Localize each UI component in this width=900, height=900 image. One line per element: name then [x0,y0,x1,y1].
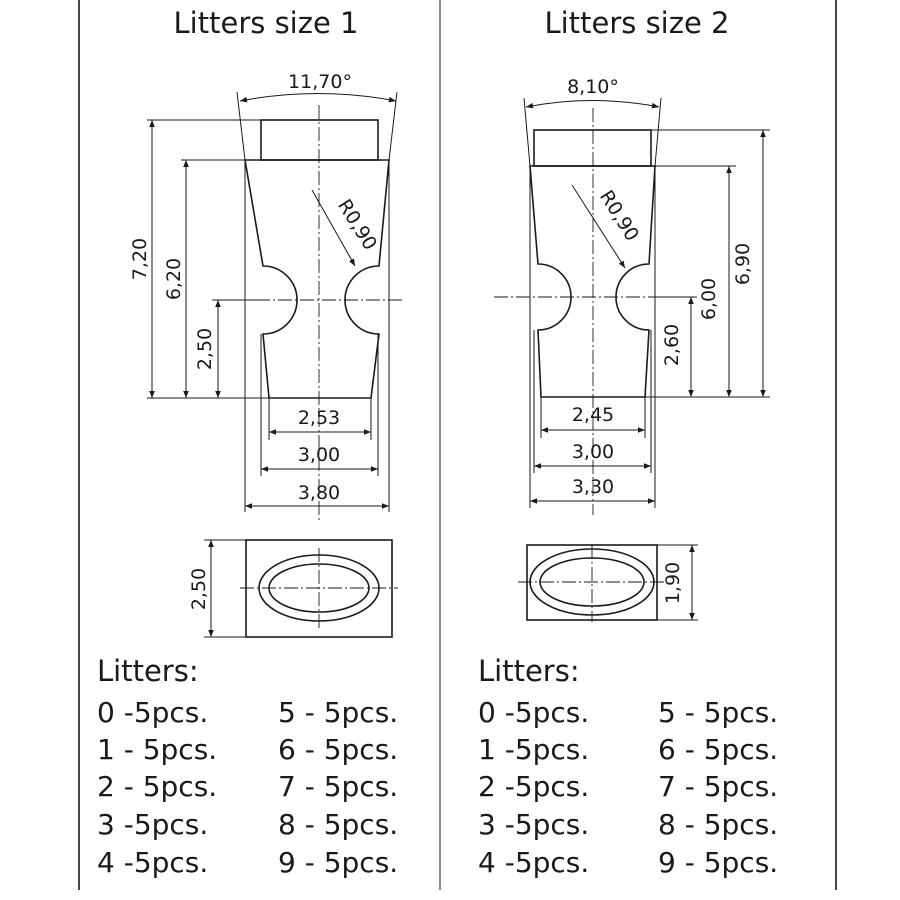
left-horizontal-dimensions: 2,53 3,00 3,80 [244,160,390,512]
right-list-item: 6 - 5pcs. [658,733,778,766]
left-litters-list: Litters: 0 -5pcs. 1 - 5pcs. 2 - 5pcs. 3 … [97,654,398,879]
left-list-item: 9 - 5pcs. [278,846,398,879]
right-height-lower-label: 2,60 [661,324,683,366]
right-width-mid-label: 3,00 [572,441,614,463]
right-list-heading: Litters: [478,654,580,688]
left-radius-callout: R0,90 [311,189,381,267]
left-list-item: 4 -5pcs. [97,846,208,879]
left-list-item: 1 - 5pcs. [97,733,217,766]
right-list-item: 1 -5pcs. [478,733,589,766]
left-vertical-dimensions: 7,20 6,20 2,50 [129,119,270,399]
right-height-body-label: 6,00 [698,278,720,320]
left-angle-label: 11,70° [288,71,352,93]
right-litters-list: Litters: 0 -5pcs. 1 -5pcs. 2 -5pcs. 3 -5… [478,654,778,879]
right-width-outer-label: 3,30 [572,476,614,498]
right-list-item: 0 -5pcs. [478,696,589,729]
left-list-item: 6 - 5pcs. [278,733,398,766]
right-list-item: 8 - 5pcs. [658,808,778,841]
right-panel: Litters size 2 8,10° R0,90 [478,6,778,879]
left-width-mid-label: 3,00 [298,444,340,466]
left-height-total-label: 7,20 [129,238,151,280]
right-height-total-label: 6,90 [732,243,754,285]
left-bottom-height-label: 2,50 [188,568,210,610]
right-list-item: 3 -5pcs. [478,808,589,841]
right-list-item: 2 -5pcs. [478,770,589,803]
right-angle-dimension: 8,10° [523,76,662,167]
left-radius-label: R0,90 [333,195,381,254]
right-bottom-view: 1,90 [518,544,698,622]
left-bottom-view: 2,50 [188,539,398,638]
frame-lines [78,0,837,890]
right-width-inner-label: 2,45 [572,404,614,426]
left-height-lower-label: 2,50 [194,328,216,370]
left-angle-dimension: 11,70° [236,71,398,161]
right-radius-callout: R0,90 [571,184,643,269]
right-list-item: 9 - 5pcs. [658,846,778,879]
left-list-item: 5 - 5pcs. [278,696,398,729]
left-width-outer-label: 3,80 [298,482,340,504]
right-radius-label: R0,90 [595,186,643,245]
left-list-item: 2 - 5pcs. [97,770,217,803]
left-height-body-label: 6,20 [163,258,185,300]
left-width-inner-label: 2,53 [298,407,340,429]
right-vertical-dimensions: 6,90 6,00 2,60 [645,129,770,398]
left-list-item: 3 -5pcs. [97,808,208,841]
right-angle-label: 8,10° [567,76,619,98]
left-list-item: 0 -5pcs. [97,696,208,729]
left-panel: Litters size 1 11,70° R0,90 [97,6,405,879]
right-title: Litters size 2 [545,6,730,40]
left-list-heading: Litters: [97,654,199,688]
left-list-item: 8 - 5pcs. [278,808,398,841]
right-list-item: 4 -5pcs. [478,846,589,879]
right-list-item: 5 - 5pcs. [658,696,778,729]
right-bottom-height-label: 1,90 [662,562,684,604]
left-list-item: 7 - 5pcs. [278,770,398,803]
right-horizontal-dimensions: 2,45 3,00 3,30 [529,166,656,508]
left-title: Litters size 1 [174,6,359,40]
right-list-item: 7 - 5pcs. [658,770,778,803]
